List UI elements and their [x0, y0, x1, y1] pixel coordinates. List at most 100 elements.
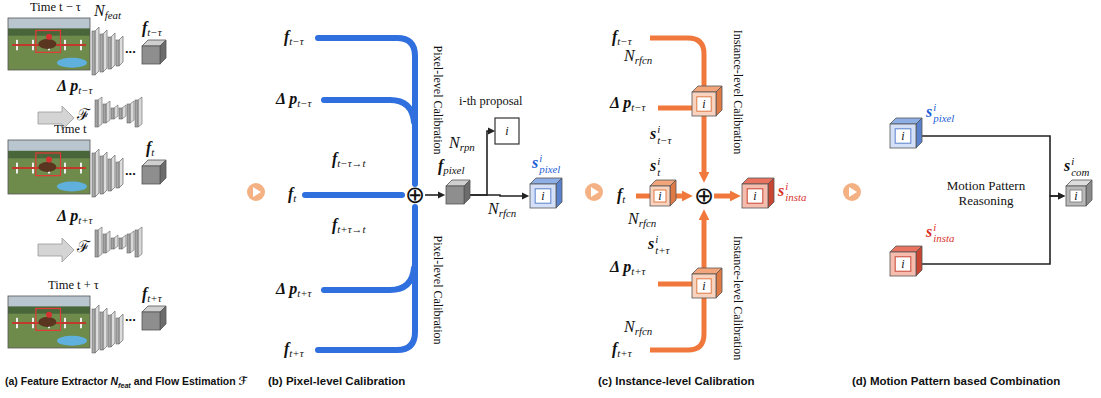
conv-layer — [100, 156, 103, 194]
flow-layer-side — [122, 235, 126, 249]
text-part: Instance-level Calibration — [731, 30, 745, 154]
flow-layer — [135, 100, 138, 127]
feature-cube: sicomi — [1066, 180, 1092, 206]
text-part: Pixel-level Calibration — [431, 46, 445, 155]
text-part: (d) Motion Pattern based Combination — [852, 375, 1060, 387]
node-shape — [8, 296, 90, 348]
flow-layer-side — [114, 235, 118, 249]
text-part: Δ p — [276, 90, 297, 107]
connector — [676, 194, 682, 199]
node-shape — [742, 178, 774, 208]
text-part: ... — [125, 41, 136, 56]
script-pair: iinsta — [785, 181, 806, 203]
text-part: Time t — [54, 122, 87, 136]
text-part: Δ p — [610, 258, 631, 275]
node-label: Nfeat — [94, 2, 121, 24]
photo-border — [8, 296, 90, 348]
flow-layer — [135, 230, 138, 257]
text-part: s — [650, 125, 656, 142]
proposal-outline — [495, 118, 519, 144]
subscript: com — [1071, 167, 1089, 178]
node-shape — [890, 246, 922, 276]
conv-layer-side — [111, 155, 115, 191]
node-label: sit+τ — [648, 234, 670, 256]
instance-calibration-line — [658, 106, 692, 111]
text-part: N — [110, 375, 118, 387]
feature-cube: siinstai — [890, 246, 922, 276]
flow-layer-side — [98, 227, 102, 257]
flow-symbol: ℱ — [77, 238, 90, 256]
step-triangle — [591, 187, 599, 197]
instance-index: i — [541, 190, 544, 202]
text-part: t−τ — [147, 26, 161, 38]
node-label: siinsta — [926, 222, 954, 244]
panel-caption: (d) Motion Pattern based Combination — [852, 374, 1060, 388]
subscript: insta — [785, 192, 806, 203]
math-label: Δ pt+τ — [276, 280, 311, 302]
node-shape — [8, 18, 90, 70]
pixel-calibration-line — [318, 207, 415, 350]
conv-layer — [108, 37, 111, 69]
text-part: feat — [105, 9, 121, 21]
text-part: i — [901, 129, 904, 143]
text-part: f — [142, 19, 147, 36]
detection-box — [36, 308, 61, 330]
conv-layer — [100, 34, 103, 72]
ellipsis: ... — [125, 164, 136, 178]
photo-border — [8, 18, 90, 70]
conv-layer-side — [111, 33, 115, 69]
node-label: sit−τ — [650, 124, 672, 146]
panel-caption: (c) Instance-level Calibration — [598, 374, 755, 388]
node-shape — [92, 24, 126, 74]
text-part: Motion Pattern Reasoning — [947, 178, 1025, 208]
instance-calibration-line — [636, 194, 650, 199]
feature-cube: ft−τ — [142, 40, 166, 64]
text-part: i — [753, 189, 756, 203]
node-label: Δ pt+τ — [57, 207, 92, 229]
instance-calibration-line — [650, 38, 704, 86]
feature-cube: siti — [650, 180, 676, 206]
instance-index: i — [702, 98, 705, 110]
connector — [701, 220, 706, 268]
text-part: rfcn — [635, 54, 653, 66]
sum-symbol: ⊕ — [405, 183, 425, 207]
text-part: s — [1064, 157, 1070, 174]
step-marker — [843, 183, 861, 201]
flow-network: Δ pt+τ — [95, 226, 143, 258]
cube-front — [692, 274, 716, 298]
text-part: rfcn — [639, 217, 657, 229]
text-part: rfcn — [635, 325, 653, 337]
conv-layer — [108, 315, 111, 347]
text-part: ... — [125, 163, 136, 178]
text-part: ⊕ — [694, 182, 714, 210]
text-part: ℱ — [77, 238, 90, 255]
flow-layer-side — [138, 227, 142, 257]
instance-box — [895, 129, 911, 143]
horse — [38, 39, 56, 49]
cube-side — [160, 306, 166, 330]
node-label: siinsta — [778, 181, 806, 203]
flow-layer — [95, 100, 98, 127]
text-part: f — [438, 157, 443, 174]
text-part: t−τ — [631, 101, 645, 113]
text-part: ⊕ — [405, 181, 425, 209]
photo-ground — [8, 296, 90, 348]
instance-box — [535, 189, 551, 203]
instance-box — [697, 279, 711, 293]
water — [57, 336, 87, 346]
feature-cube: sit+τi — [692, 268, 722, 298]
node-label: sit — [650, 156, 660, 178]
instance-box — [654, 190, 666, 202]
text-part: rfcn — [499, 207, 517, 219]
script-pair: it — [657, 156, 660, 178]
node-shape — [142, 160, 166, 184]
text-part: s — [778, 182, 784, 199]
cube-front — [530, 184, 556, 208]
photo-border — [8, 140, 90, 194]
flow-layer — [103, 234, 106, 253]
text-part: N — [624, 47, 635, 64]
node-shape — [530, 178, 562, 208]
conv-layer — [92, 31, 95, 75]
cube-front — [890, 124, 916, 148]
